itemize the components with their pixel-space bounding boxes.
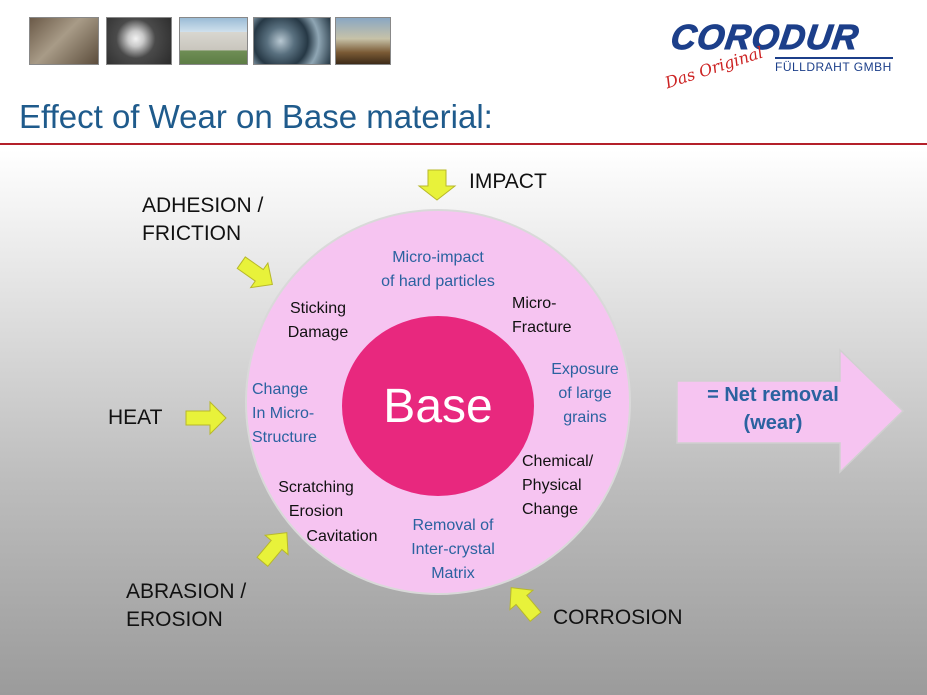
exposure-line3: grains bbox=[563, 409, 607, 426]
wire-coils-photo bbox=[253, 17, 331, 65]
change-line2: In Micro- bbox=[252, 405, 315, 422]
micro-impact-line1: Micro-impact bbox=[392, 249, 484, 266]
cavitation-label: Cavitation bbox=[306, 528, 378, 545]
erosion-label: EROSION bbox=[126, 608, 223, 631]
exposure-line1: Exposure bbox=[551, 361, 619, 378]
micro-impact-line2: of hard particles bbox=[381, 273, 495, 290]
corrosion-label: CORROSION bbox=[553, 606, 683, 629]
slide-title: Effect of Wear on Base material: bbox=[19, 98, 493, 135]
chemical-line1: Chemical/ bbox=[522, 453, 594, 470]
micro-impact-label: Micro-impact of hard particles bbox=[372, 246, 504, 294]
excavator-photo bbox=[335, 17, 391, 65]
abrasion-arrow bbox=[256, 532, 289, 567]
impact-label: IMPACT bbox=[469, 170, 547, 193]
removal-label: Removal of Inter-crystal Matrix bbox=[400, 514, 506, 586]
scratching-line2: Erosion bbox=[288, 503, 344, 520]
removal-line2: Inter-crystal bbox=[411, 541, 495, 558]
net-removal-line2: (wear) bbox=[743, 412, 803, 434]
building-photo bbox=[179, 17, 248, 65]
net-removal-line1: = Net removal bbox=[707, 384, 839, 406]
corodur-logo: CORODUR Das Original FÜLLDRAHT GMBH bbox=[663, 18, 895, 92]
adhesion-arrow bbox=[236, 256, 273, 289]
micro-fracture-label: Micro- Fracture bbox=[512, 292, 588, 340]
impact-arrow bbox=[417, 169, 457, 201]
factory-photo bbox=[29, 17, 99, 65]
net-removal-label: = Net removal (wear) bbox=[678, 381, 868, 437]
sticking-line1: Sticking bbox=[289, 300, 347, 317]
corrosion-arrow bbox=[509, 587, 542, 622]
base-core bbox=[340, 314, 536, 498]
removal-line1: Removal of bbox=[412, 517, 494, 534]
title-divider bbox=[0, 143, 927, 145]
scratching-line1: Scratching bbox=[278, 479, 354, 496]
micro-fracture-line1: Micro- bbox=[512, 295, 557, 312]
base-label: Base bbox=[383, 379, 493, 433]
sticking-line2: Damage bbox=[287, 324, 349, 341]
microstructure-change-label: Change In Micro- Structure bbox=[252, 378, 330, 450]
heat-label: HEAT bbox=[108, 406, 163, 429]
logo-subtitle: FÜLLDRAHT GMBH bbox=[775, 60, 892, 74]
change-line1: Change bbox=[252, 381, 309, 398]
chemical-line3: Change bbox=[522, 501, 579, 518]
exposure-label: Exposure of large grains bbox=[542, 358, 628, 430]
sticking-damage-label: Sticking Damage bbox=[282, 297, 354, 345]
heat-arrow bbox=[185, 400, 227, 436]
logo-divider bbox=[775, 57, 893, 59]
change-line3: Structure bbox=[252, 429, 317, 446]
scratching-erosion-label: Scratching Erosion bbox=[272, 476, 360, 524]
friction-label: FRICTION bbox=[142, 222, 242, 245]
chemical-line2: Physical bbox=[522, 477, 582, 494]
welding-photo bbox=[106, 17, 172, 65]
removal-line3: Matrix bbox=[431, 565, 475, 582]
chemical-change-label: Chemical/ Physical Change bbox=[522, 450, 608, 522]
net-removal-arrow bbox=[676, 348, 905, 474]
micro-fracture-line2: Fracture bbox=[512, 319, 572, 336]
exposure-line2: of large bbox=[558, 385, 612, 402]
adhesion-label: ADHESION / bbox=[142, 194, 264, 217]
abrasion-label: ABRASION / bbox=[126, 580, 247, 603]
